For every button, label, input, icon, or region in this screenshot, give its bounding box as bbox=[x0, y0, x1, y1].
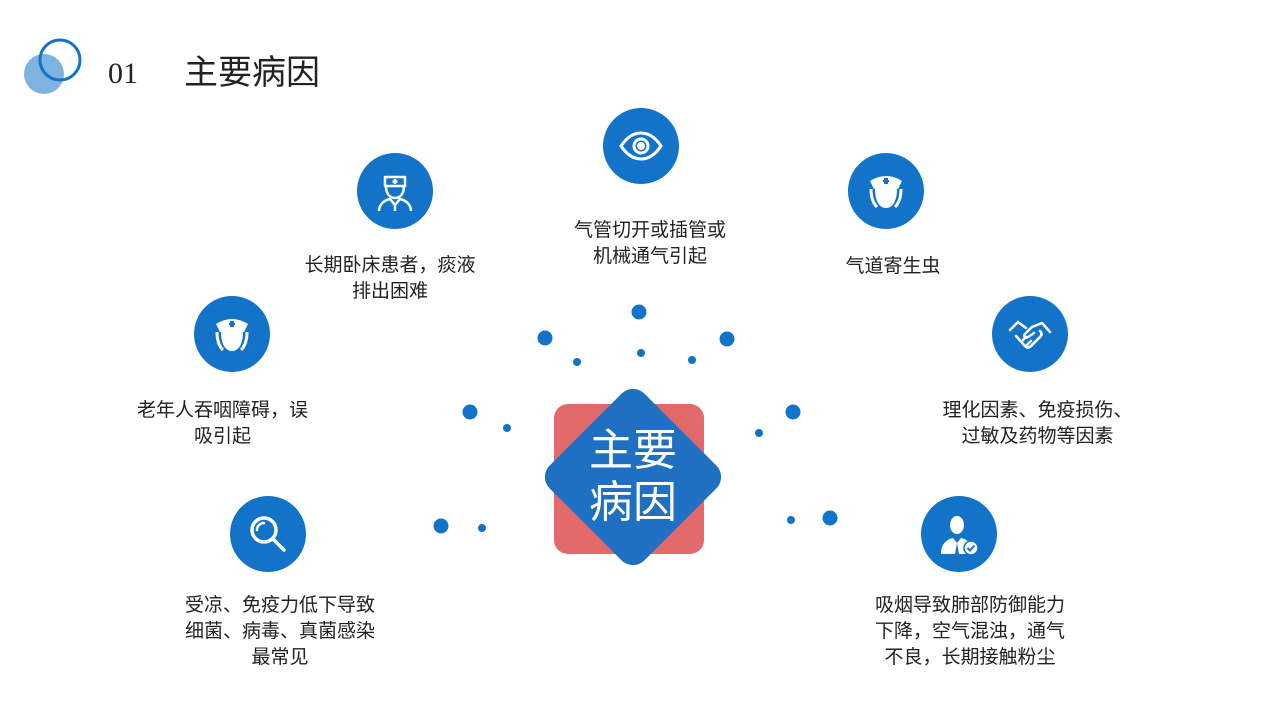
nurse-cap-icon bbox=[848, 153, 924, 229]
section-logo-icon bbox=[24, 38, 82, 94]
cause-text-intubation: 气管切开或插管或 机械通气引起 bbox=[573, 219, 726, 267]
center-label-line2: 病因 bbox=[589, 477, 677, 528]
nurse-icon bbox=[357, 153, 433, 229]
businessman-check-icon bbox=[921, 496, 997, 572]
eye-icon bbox=[603, 108, 679, 184]
cause-text-swallowing: 老年人吞咽障碍，误 吸引起 bbox=[136, 399, 308, 447]
nurse-cap-icon bbox=[194, 296, 270, 372]
page-title: 主要病因 bbox=[184, 53, 320, 93]
cause-text-parasite: 气道寄生虫 bbox=[845, 255, 941, 277]
cause-text-infection: 受凉、免疫力低下导致 细菌、病毒、真菌感染 最常见 bbox=[184, 594, 375, 668]
cause-text-smoking: 吸烟导致肺部防御能力 下降，空气混浊，通气 不良，长期接触粉尘 bbox=[874, 594, 1065, 668]
cause-text-bedridden: 长期卧床患者，痰液 排出困难 bbox=[304, 254, 476, 302]
cause-text-physicochemical: 理化因素、免疫损伤、 过敏及药物等因素 bbox=[942, 399, 1133, 447]
center-hub: 主要 病因 bbox=[536, 380, 730, 574]
center-label: 主要 病因 bbox=[536, 380, 730, 574]
handshake-icon bbox=[992, 296, 1068, 372]
section-number: 01 bbox=[108, 57, 138, 90]
center-label-line1: 主要 bbox=[589, 425, 677, 476]
magnifier-icon bbox=[230, 496, 306, 572]
